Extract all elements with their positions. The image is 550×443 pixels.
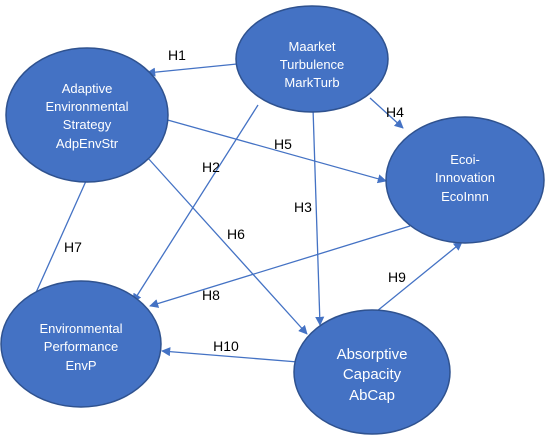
edge-label-h6: H6 (227, 226, 245, 242)
node-label-line: Innovation (435, 170, 495, 185)
edge-h2 (132, 104, 259, 303)
edge-h8 (149, 225, 411, 308)
node-label-line: EnvP (65, 358, 96, 373)
edge-label-h1: H1 (168, 47, 186, 63)
edge-label-h5: H5 (274, 136, 292, 152)
node-label-line: MarkTurb (284, 75, 339, 90)
node-label-line: AdpEnvStr (56, 136, 119, 151)
node-label-line: Adaptive (62, 81, 113, 96)
edge-label-h4: H4 (386, 104, 404, 120)
edge-h10 (161, 347, 299, 363)
edge-h5 (163, 118, 387, 184)
edge-h1 (146, 63, 238, 77)
edges (29, 63, 463, 363)
edge-h6 (146, 156, 308, 335)
node-adaptive-environmental-strategy: Adaptive Environmental Strategy AdpEnvSt… (5, 47, 169, 183)
edge-label-h2: H2 (202, 159, 220, 175)
node-label-line: Performance (44, 339, 118, 354)
edge-h7 (29, 180, 87, 307)
node-market-turbulence: Maarket Turbulence MarkTurb (235, 5, 389, 113)
node-label-line: AbCap (349, 387, 395, 404)
edge-h9 (365, 241, 463, 321)
node-label-line: Capacity (343, 366, 402, 383)
edge-label-h3: H3 (294, 199, 312, 215)
edge-h4 (369, 97, 404, 129)
edge-label-h10: H10 (213, 338, 239, 354)
node-eco-innovation: Ecoi- Innovation EcoInnn (385, 116, 545, 244)
node-label-line: Ecoi- (450, 152, 480, 167)
node-label-line: Environmental (45, 99, 128, 114)
edge-label-h9: H9 (388, 269, 406, 285)
node-absorptive-capacity: Absorptive Capacity AbCap (293, 309, 451, 435)
node-environmental-performance: Environmental Performance EnvP (0, 280, 162, 408)
node-label-line: Environmental (39, 321, 122, 336)
edge-label-h7: H7 (64, 239, 82, 255)
edge-labels: H1 H2 H3 H4 H5 H6 H7 H8 H9 H10 (64, 47, 406, 354)
edge-h3 (312, 107, 325, 326)
node-label-line: EcoInnn (441, 189, 489, 204)
edge-label-h8: H8 (202, 287, 220, 303)
node-label-line: Maarket (289, 39, 336, 54)
node-label-line: Turbulence (280, 57, 345, 72)
node-label-line: Strategy (63, 117, 112, 132)
node-label-line: Absorptive (337, 346, 408, 363)
